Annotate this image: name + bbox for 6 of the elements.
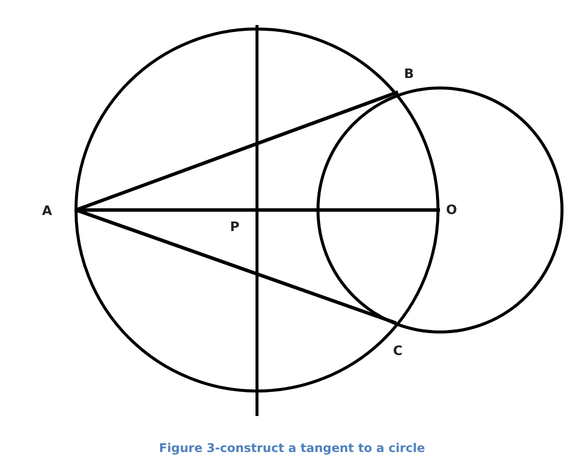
point-label: P — [230, 221, 240, 234]
point-label: O — [446, 204, 458, 217]
point-label: B — [404, 68, 414, 81]
point-label: C — [393, 345, 403, 358]
point-label: A — [42, 205, 52, 218]
figure-caption: Figure 3-construct a tangent to a circle — [158, 441, 426, 455]
